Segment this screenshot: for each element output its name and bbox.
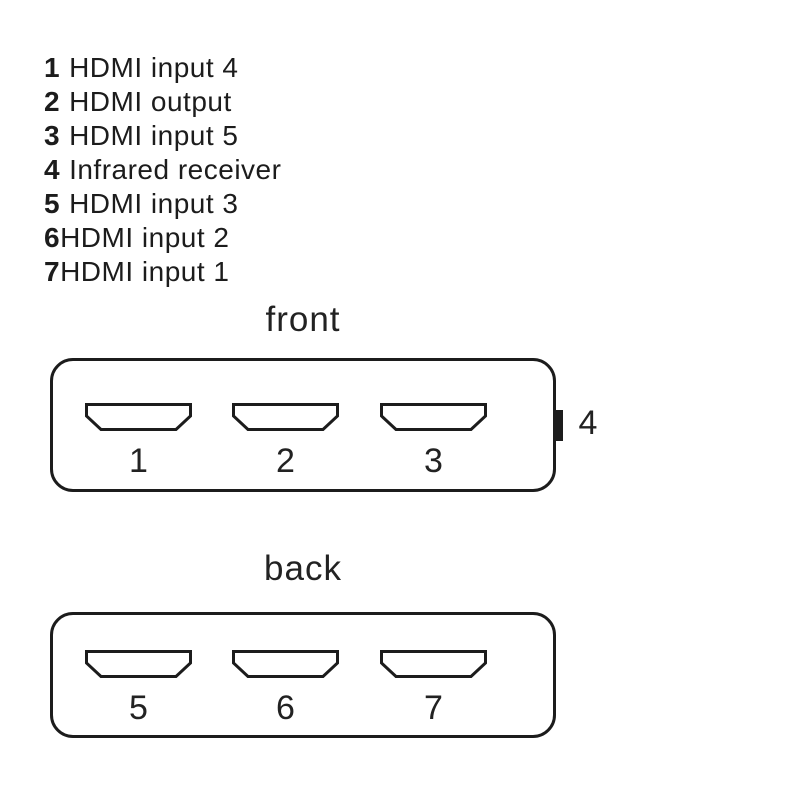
hdmi-port-number: 3 (424, 442, 443, 480)
front-panel: 1 2 3 (50, 358, 556, 492)
hdmi-port-number: 2 (276, 442, 295, 480)
legend-item: 2 HDMI output (44, 85, 281, 119)
hdmi-port-icon (85, 650, 192, 678)
hdmi-port-6: 6 (232, 650, 339, 732)
legend-item: 7HDMI input 1 (44, 255, 281, 289)
legend-item-number: 2 (44, 86, 61, 117)
legend-item-label: HDMI output (69, 86, 232, 117)
hdmi-port-7: 7 (380, 650, 487, 732)
legend-item: 4 Infrared receiver (44, 153, 281, 187)
hdmi-port-icon (85, 403, 192, 431)
legend-item-label: HDMI input 3 (69, 188, 239, 219)
legend-item-label: Infrared receiver (69, 154, 282, 185)
hdmi-port-icon (232, 650, 339, 678)
back-view-label: back (264, 549, 342, 588)
hdmi-port-icon (232, 403, 339, 431)
legend-item: 5 HDMI input 3 (44, 187, 281, 221)
legend-item: 1 HDMI input 4 (44, 51, 281, 85)
legend-item: 6HDMI input 2 (44, 221, 281, 255)
hdmi-port-5: 5 (85, 650, 192, 732)
legend-item-number: 1 (44, 52, 61, 83)
legend-item-number: 5 (44, 188, 61, 219)
hdmi-port-icon (380, 650, 487, 678)
legend-item-number: 6 (44, 222, 61, 253)
hdmi-port-number: 1 (129, 442, 148, 480)
legend-item-number: 3 (44, 120, 61, 151)
legend-item-label: HDMI input 5 (69, 120, 239, 151)
infrared-receiver-tab (553, 410, 563, 441)
legend-item-number: 7 (44, 256, 61, 287)
infrared-receiver-number: 4 (578, 404, 598, 442)
hdmi-port-number: 7 (424, 689, 443, 727)
legend-item-number: 4 (44, 154, 61, 185)
hdmi-port-2: 2 (232, 403, 339, 485)
hdmi-port-3: 3 (380, 403, 487, 485)
hdmi-port-1: 1 (85, 403, 192, 485)
hdmi-port-number: 6 (276, 689, 295, 727)
legend-item-label: HDMI input 2 (60, 222, 230, 253)
hdmi-port-number: 5 (129, 689, 148, 727)
hdmi-port-icon (380, 403, 487, 431)
legend-item: 3 HDMI input 5 (44, 119, 281, 153)
front-view-label: front (265, 300, 341, 339)
legend-item-label: HDMI input 4 (69, 52, 239, 83)
back-panel: 5 6 7 (50, 612, 556, 738)
legend: 1 HDMI input 4 2 HDMI output 3 HDMI input 5… (44, 51, 281, 289)
legend-item-label: HDMI input 1 (60, 256, 230, 287)
